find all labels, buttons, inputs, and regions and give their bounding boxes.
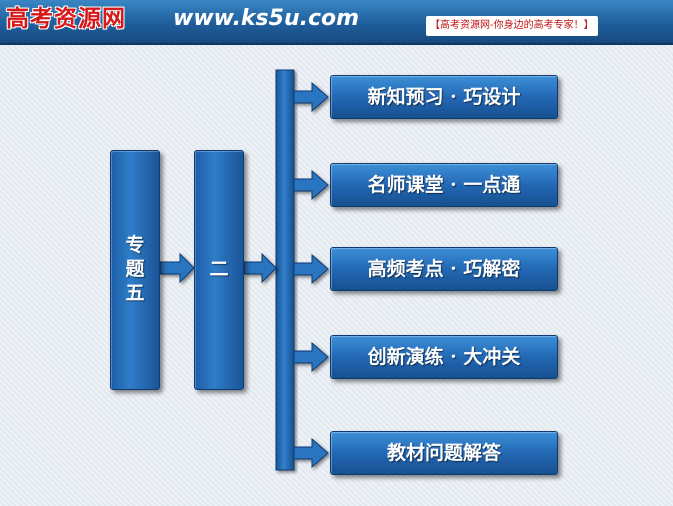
arrow-to-item-5 bbox=[293, 437, 329, 469]
topic-char-3: 五 bbox=[125, 282, 145, 304]
brand-logo: 高考资源网 bbox=[6, 5, 126, 32]
site-slogan: 【高考资源网-你身边的高考专家！】 bbox=[426, 16, 598, 36]
section-box: 二 bbox=[194, 150, 244, 390]
site-url[interactable]: www.ks5u.com bbox=[173, 6, 360, 31]
topic-char-1: 专 bbox=[125, 234, 145, 256]
menu-item-practice[interactable]: 创新演练 · 大冲关 bbox=[330, 335, 558, 379]
arrow-to-item-1 bbox=[293, 81, 329, 113]
spine-bar bbox=[275, 69, 295, 471]
menu-item-textbook-answers[interactable]: 教材问题解答 bbox=[330, 431, 558, 475]
menu-item-classroom[interactable]: 名师课堂 · 一点通 bbox=[330, 163, 558, 207]
arrow-to-item-3 bbox=[293, 253, 329, 285]
header-banner: 高考资源网 www.ks5u.com 【高考资源网-你身边的高考专家！】 bbox=[0, 0, 673, 45]
topic-char-2: 题 bbox=[125, 258, 145, 280]
section-label: 二 bbox=[209, 258, 229, 280]
arrow-topic-to-section bbox=[159, 252, 195, 284]
arrow-to-item-2 bbox=[293, 169, 329, 201]
menu-item-key-points[interactable]: 高频考点 · 巧解密 bbox=[330, 247, 558, 291]
arrow-to-item-4 bbox=[293, 341, 329, 373]
topic-box: 专 题 五 bbox=[110, 150, 160, 390]
menu-item-preview[interactable]: 新知预习 · 巧设计 bbox=[330, 75, 558, 119]
topic-label: 专 题 五 bbox=[111, 233, 159, 305]
arrow-section-to-spine bbox=[243, 252, 277, 284]
